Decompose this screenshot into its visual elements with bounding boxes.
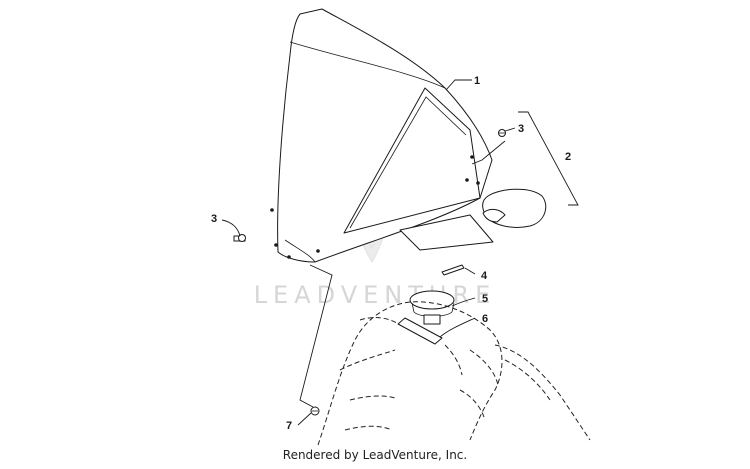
callout-3-left[interactable]: 3 [211, 213, 217, 225]
pin-part[interactable] [441, 264, 465, 276]
callout-4[interactable]: 4 [481, 270, 488, 282]
vent-strip-part[interactable] [397, 317, 443, 345]
hood-outline [317, 301, 591, 446]
watermark-text: LEADVENTURE [254, 281, 497, 309]
screw-part-upper[interactable] [498, 129, 506, 137]
callouts: 1 2 3 3 4 5 6 7 [211, 75, 571, 432]
callout-1[interactable]: 1 [474, 75, 480, 87]
screw-part-left[interactable] [233, 234, 246, 242]
cap-part[interactable] [409, 290, 455, 325]
callout-2[interactable]: 2 [565, 151, 571, 163]
windshield-part[interactable] [270, 8, 493, 263]
leader-lines [221, 79, 579, 426]
callout-3-upper[interactable]: 3 [518, 123, 524, 135]
mirror-assembly-part[interactable] [399, 188, 547, 251]
clip-part[interactable] [310, 406, 320, 416]
render-credit: Rendered by LeadVenture, Inc. [282, 448, 468, 462]
callout-7[interactable]: 7 [286, 420, 292, 432]
callout-6[interactable]: 6 [482, 313, 488, 325]
callout-5[interactable]: 5 [482, 293, 488, 305]
